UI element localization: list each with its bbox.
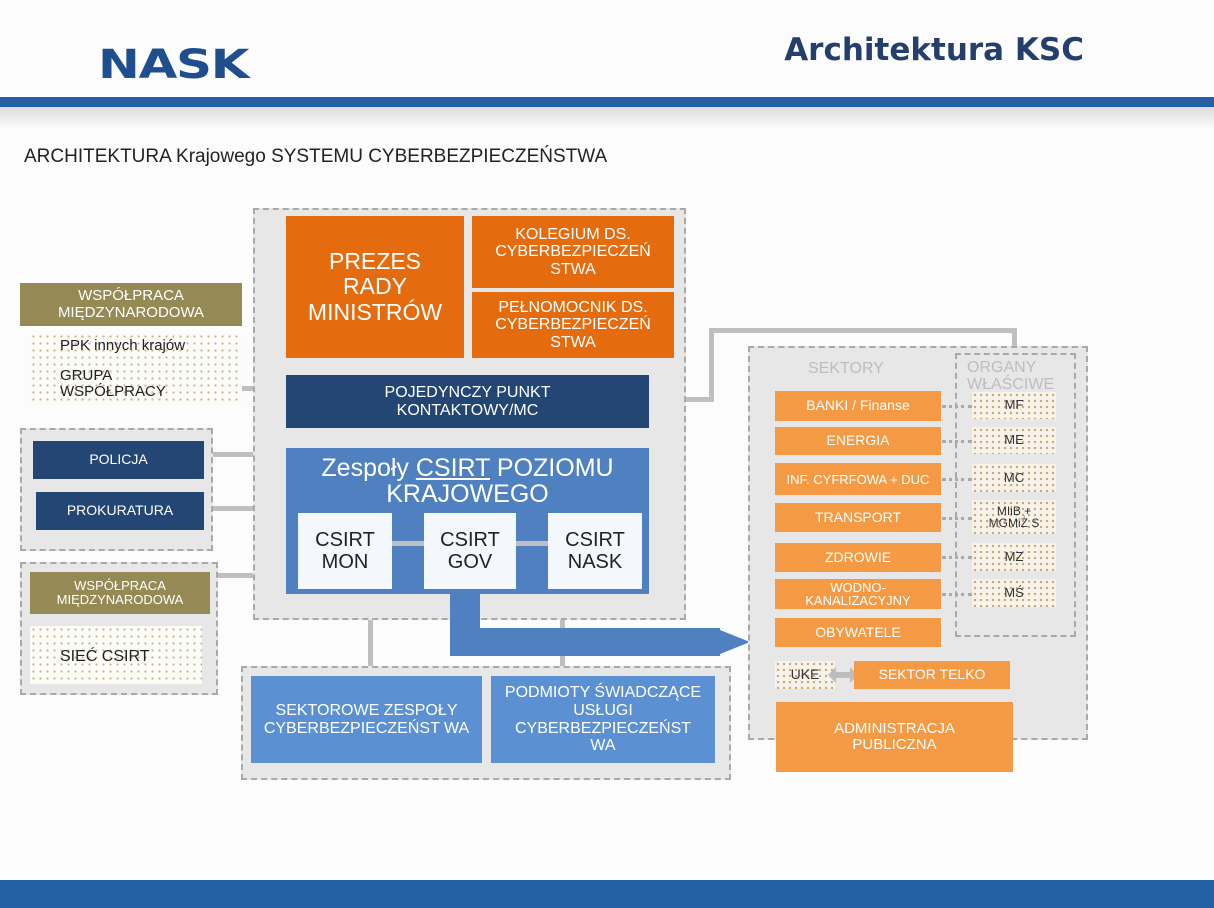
sektorowe-box: SEKTOROWE ZESPOŁY CYBERBEZPIECZEŃST WA [251, 676, 482, 763]
link-inf-mc [942, 478, 972, 481]
prezes-box: PREZES RADY MINISTRÓW [286, 216, 464, 358]
link-transport-miib [942, 517, 972, 520]
link-zdrowie-mz [942, 556, 972, 559]
sector-zdrowie: ZDROWIE [775, 543, 941, 572]
csirt-nask-box: CSIRT NASK [548, 513, 642, 589]
pelnomocnik-box: PEŁNOMOCNIK DS. CYBERBEZPIECZEŃ STWA [472, 292, 674, 358]
csirt-title: Zespoły CSIRT POZIOMU KRAJOWEGO [321, 454, 614, 509]
organ-miib: MIiB + MGMiŻ S [972, 500, 1056, 534]
connector-ppk-right-top [709, 328, 1017, 333]
ppk-box: POJEDYNCZY PUNKT KONTAKTOWY/MC [286, 375, 649, 428]
ppk-innych-label: PPK innych krajów [60, 337, 186, 354]
sector-obywatele: OBYWATELE [775, 618, 941, 647]
world-map-1 [30, 333, 242, 405]
wspolpraca-box-2: WSPÓŁPRACA MIĘDZYNARODOWA [30, 572, 210, 614]
wspolpraca-box-1: WSPÓŁPRACA MIĘDZYNARODOWA [20, 283, 242, 326]
sektor-telko-box: SEKTOR TELKO [854, 661, 1010, 689]
grupa-label: GRUPA WSPÓŁPRACY [60, 367, 166, 400]
csirt-gov-box: CSIRT GOV [424, 513, 516, 589]
organ-mz: MZ [972, 543, 1056, 571]
organ-me: ME [972, 427, 1056, 454]
siec-csirt-label: SIEĆ CSIRT [60, 648, 150, 665]
sector-inf-cyfrowa: INF. CYFRFOWA + DUC [775, 463, 941, 495]
organ-ms: MŚ [972, 579, 1056, 607]
administracja-box: ADMINISTRACJA PUBLICZNA [776, 702, 1013, 772]
csirt-mon-box: CSIRT MON [298, 513, 392, 589]
diagram-subtitle: ARCHITEKTURA Krajowego SYSTEMU CYBERBEZP… [24, 146, 608, 167]
connector-wspolpraca [210, 573, 286, 578]
kolegium-box: KOLEGIUM DS. CYBERBEZPIECZEŃ STWA [472, 216, 674, 288]
organy-container [955, 353, 1076, 637]
link-wodno-ms [942, 593, 972, 596]
prokuratura-box: PROKURATURA [36, 492, 204, 530]
sector-wodno: WODNO-KANALIZACYJNY [775, 579, 941, 609]
link-energia-me [942, 440, 972, 443]
uke-box: UKE [775, 661, 835, 689]
organy-label: ORGANY WŁAŚCIWE [967, 359, 1055, 393]
connector-ppk-organy [1012, 328, 1017, 354]
nask-logo: NASK [98, 42, 250, 88]
organ-mc: MC [972, 464, 1056, 492]
sektory-label: SEKTORY [808, 360, 884, 377]
header-rule [0, 97, 1214, 107]
connector-prokuratura [204, 506, 286, 511]
csirt-link[interactable]: CSIRT [415, 454, 490, 482]
podmioty-box: PODMIOTY ŚWIADCZĄCE USŁUGI CYBERBEZPIECZ… [491, 676, 715, 763]
world-map-2 [30, 626, 202, 684]
organ-mf: MF [972, 392, 1056, 419]
header-shadow [0, 107, 1214, 129]
link-banki-mf [942, 405, 972, 408]
sector-transport: TRANSPORT [775, 503, 941, 532]
connector-csirt-sektorowe [368, 594, 373, 666]
connector-mon-gov [392, 541, 424, 546]
connector-ppk-right-v [709, 328, 714, 402]
policja-box: POLICJA [33, 441, 204, 479]
connector-gov-nask [516, 541, 548, 546]
slide-title: Architektura KSC [784, 32, 1084, 68]
sector-banki: BANKI / Finanse [775, 391, 941, 421]
arrow-to-sectors [450, 590, 750, 656]
connector-policja [204, 452, 286, 457]
double-arrow-icon [828, 667, 858, 683]
sector-energia: ENERGIA [775, 427, 941, 455]
footer-bar [0, 880, 1214, 908]
